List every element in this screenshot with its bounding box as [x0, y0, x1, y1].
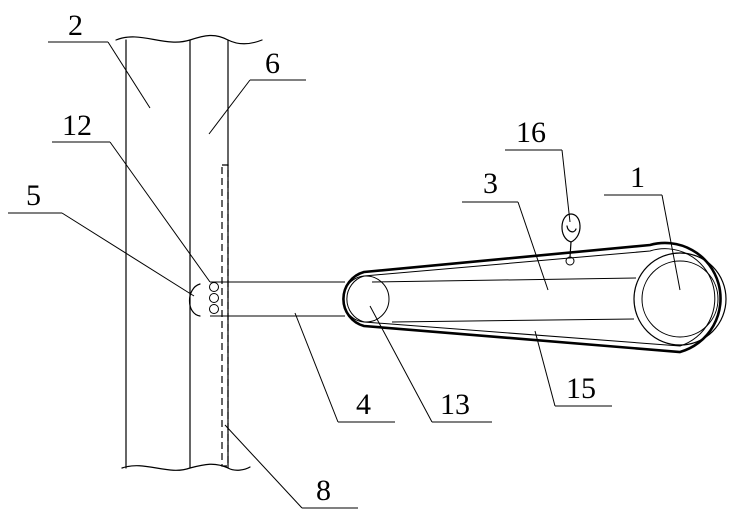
large-pulley-inner: [642, 261, 718, 337]
roller-bottom: [210, 305, 219, 314]
hook-eye: [562, 214, 580, 242]
bracket-arc: [190, 284, 201, 316]
roller-middle: [210, 294, 219, 303]
label-16: 16: [516, 116, 546, 149]
small-pulley: [343, 276, 389, 322]
large-pulley-outer: [634, 253, 726, 345]
arm: [210, 282, 345, 316]
leader-16: [562, 150, 570, 222]
belt-drive: [343, 243, 726, 352]
label-8: 8: [316, 474, 331, 507]
column-bottom-break-line: [122, 464, 250, 470]
roller-top: [210, 283, 219, 292]
label-6: 6: [265, 47, 280, 80]
leader-12: [110, 142, 210, 282]
label-5: 5: [26, 179, 41, 212]
leader-13: [370, 306, 432, 422]
mount-bracket: [190, 283, 219, 317]
leader-4: [295, 313, 338, 422]
leader-8: [225, 425, 302, 508]
leader-6: [209, 80, 250, 134]
leader-2: [108, 42, 150, 108]
hook-tongue: [567, 226, 576, 232]
housing-top-edge: [372, 278, 636, 282]
label-12: 12: [62, 109, 92, 142]
belt-outer-loop: [343, 243, 720, 352]
label-2: 2: [68, 9, 83, 42]
label-4: 4: [356, 388, 371, 421]
hook-stem: [570, 242, 571, 257]
leader-3: [518, 202, 548, 290]
label-13: 13: [440, 388, 470, 421]
label-1: 1: [630, 161, 645, 194]
reference-numerals: 2 6 12 5 16 3 1 4 13 15 8: [26, 9, 645, 507]
label-15: 15: [566, 372, 596, 405]
leader-5: [62, 213, 194, 296]
housing-bottom-edge: [392, 319, 634, 322]
column-top-break-line: [116, 35, 262, 43]
leader-lines: [8, 42, 680, 508]
label-3: 3: [483, 167, 498, 200]
